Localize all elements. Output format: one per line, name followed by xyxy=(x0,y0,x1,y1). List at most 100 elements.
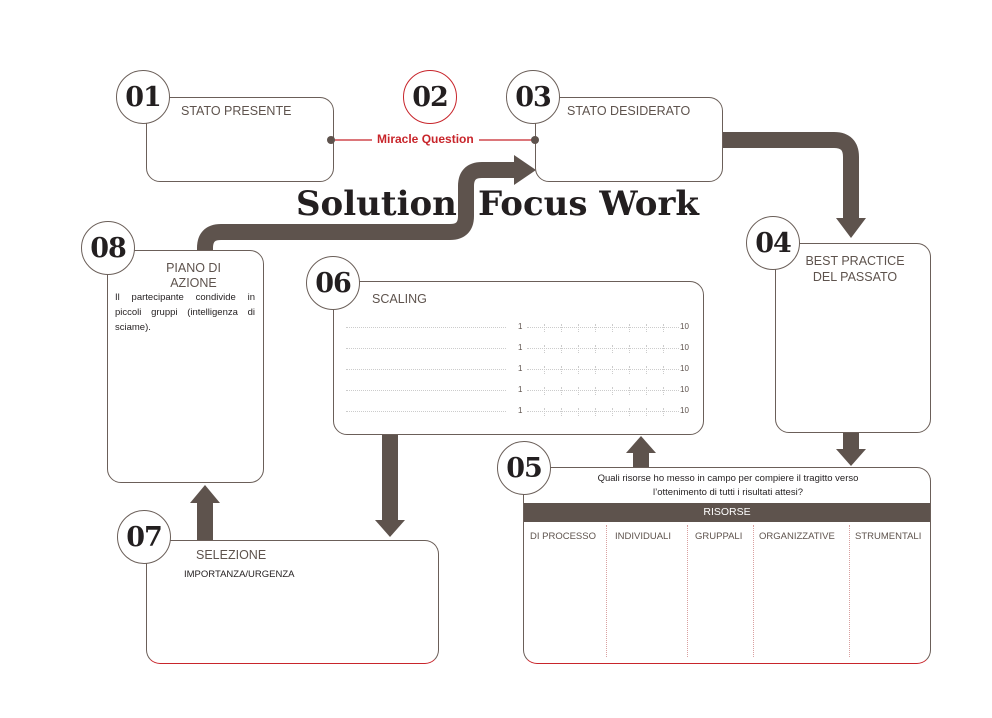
answer-line[interactable] xyxy=(346,348,506,349)
scale-line[interactable] xyxy=(527,345,679,353)
step-04-box xyxy=(775,243,931,433)
answer-line[interactable] xyxy=(346,411,506,412)
scale-tick xyxy=(629,387,630,395)
step-06-box xyxy=(333,281,704,435)
step-01-number: 01 xyxy=(116,70,170,124)
scale-tick xyxy=(561,345,562,353)
step-03-box xyxy=(535,97,723,182)
scale-tick xyxy=(629,408,630,416)
scale-tick xyxy=(544,366,545,374)
answer-line[interactable] xyxy=(346,369,506,370)
scale-tick xyxy=(663,408,664,416)
answer-line[interactable] xyxy=(346,390,506,391)
column-organizzative: ORGANIZZATIVE xyxy=(759,531,835,542)
step-07-number: 07 xyxy=(117,510,171,564)
scaling-row: 1 10 xyxy=(346,385,691,395)
arrow-03-to-04 xyxy=(722,132,859,218)
scale-max: 10 xyxy=(680,343,689,352)
column-di-processo: DI PROCESSO xyxy=(530,531,596,542)
scale-tick xyxy=(612,387,613,395)
scale-tick xyxy=(578,324,579,332)
step-07-sublabel: IMPORTANZA/URGENZA xyxy=(184,569,295,580)
question-line1: Quali risorse ho messo in campo per comp… xyxy=(597,473,859,484)
step-05-box: RISORSE xyxy=(523,467,931,664)
scale-tick xyxy=(646,366,647,374)
step-04-number: 04 xyxy=(746,216,800,270)
title-focus-work: Focus Work xyxy=(478,184,699,224)
scale-tick xyxy=(578,345,579,353)
step-07-box xyxy=(146,540,439,664)
step-04-label-line2: DEL PASSATO xyxy=(812,270,898,284)
step-04-label-line1: BEST PRACTICE xyxy=(805,254,905,268)
scale-tick xyxy=(612,366,613,374)
scale-tick xyxy=(646,387,647,395)
step-05-number: 05 xyxy=(497,441,551,495)
scale-tick xyxy=(544,345,545,353)
column-divider xyxy=(687,525,688,657)
scale-line[interactable] xyxy=(527,387,679,395)
scale-tick xyxy=(595,324,596,332)
scale-tick xyxy=(612,408,613,416)
column-divider xyxy=(849,525,850,657)
scale-tick xyxy=(595,387,596,395)
scale-line[interactable] xyxy=(527,324,679,332)
step-06-number: 06 xyxy=(306,256,360,310)
step-03-label: STATO DESIDERATO xyxy=(567,104,691,118)
step-08-label-line2: AZIONE xyxy=(170,276,217,290)
scale-min: 1 xyxy=(518,385,523,394)
scale-tick xyxy=(595,408,596,416)
step-08-box xyxy=(107,250,264,483)
scale-tick xyxy=(544,387,545,395)
scale-tick xyxy=(629,366,630,374)
scale-tick xyxy=(646,345,647,353)
scale-min: 1 xyxy=(518,406,523,415)
column-individuali: INDIVIDUALI xyxy=(615,531,671,542)
resources-header: RISORSE xyxy=(524,503,930,522)
scale-tick xyxy=(544,408,545,416)
scale-tick xyxy=(595,366,596,374)
column-divider xyxy=(606,525,607,657)
scale-tick xyxy=(561,387,562,395)
scale-tick xyxy=(629,345,630,353)
scale-tick xyxy=(561,324,562,332)
scale-tick xyxy=(629,324,630,332)
answer-line[interactable] xyxy=(346,327,506,328)
scale-tick xyxy=(578,387,579,395)
scale-line[interactable] xyxy=(527,408,679,416)
scale-max: 10 xyxy=(680,406,689,415)
scale-min: 1 xyxy=(518,343,523,352)
column-strumentali: STRUMENTALI xyxy=(855,531,922,542)
step-07-label: SELEZIONE xyxy=(196,548,267,562)
scale-tick xyxy=(612,345,613,353)
scale-max: 10 xyxy=(680,385,689,394)
step-08-text: Il partecipante condivide in piccoli gru… xyxy=(115,292,255,333)
scale-tick xyxy=(561,366,562,374)
scale-tick xyxy=(663,324,664,332)
step-04-label: BEST PRACTICE DEL PASSATO xyxy=(775,253,935,285)
title-solution: Solution xyxy=(296,184,457,224)
column-gruppali: GRUPPALI xyxy=(695,531,743,542)
scale-tick xyxy=(578,408,579,416)
arrow-08-to-03 xyxy=(197,162,516,252)
scale-tick xyxy=(612,324,613,332)
scale-min: 1 xyxy=(518,322,523,331)
scale-line[interactable] xyxy=(527,366,679,374)
step-03-number: 03 xyxy=(506,70,560,124)
scale-max: 10 xyxy=(680,364,689,373)
step-08-number: 08 xyxy=(81,221,135,275)
scale-tick xyxy=(663,387,664,395)
step-01-label: STATO PRESENTE xyxy=(181,104,292,118)
scale-tick xyxy=(663,366,664,374)
step-08-label-line1: PIANO DI xyxy=(166,261,221,275)
step-01-box xyxy=(146,97,334,182)
scale-tick xyxy=(646,408,647,416)
step-05-question: Quali risorse ho messo in campo per comp… xyxy=(523,472,933,500)
column-divider xyxy=(753,525,754,657)
scale-tick xyxy=(663,345,664,353)
scale-tick xyxy=(544,324,545,332)
